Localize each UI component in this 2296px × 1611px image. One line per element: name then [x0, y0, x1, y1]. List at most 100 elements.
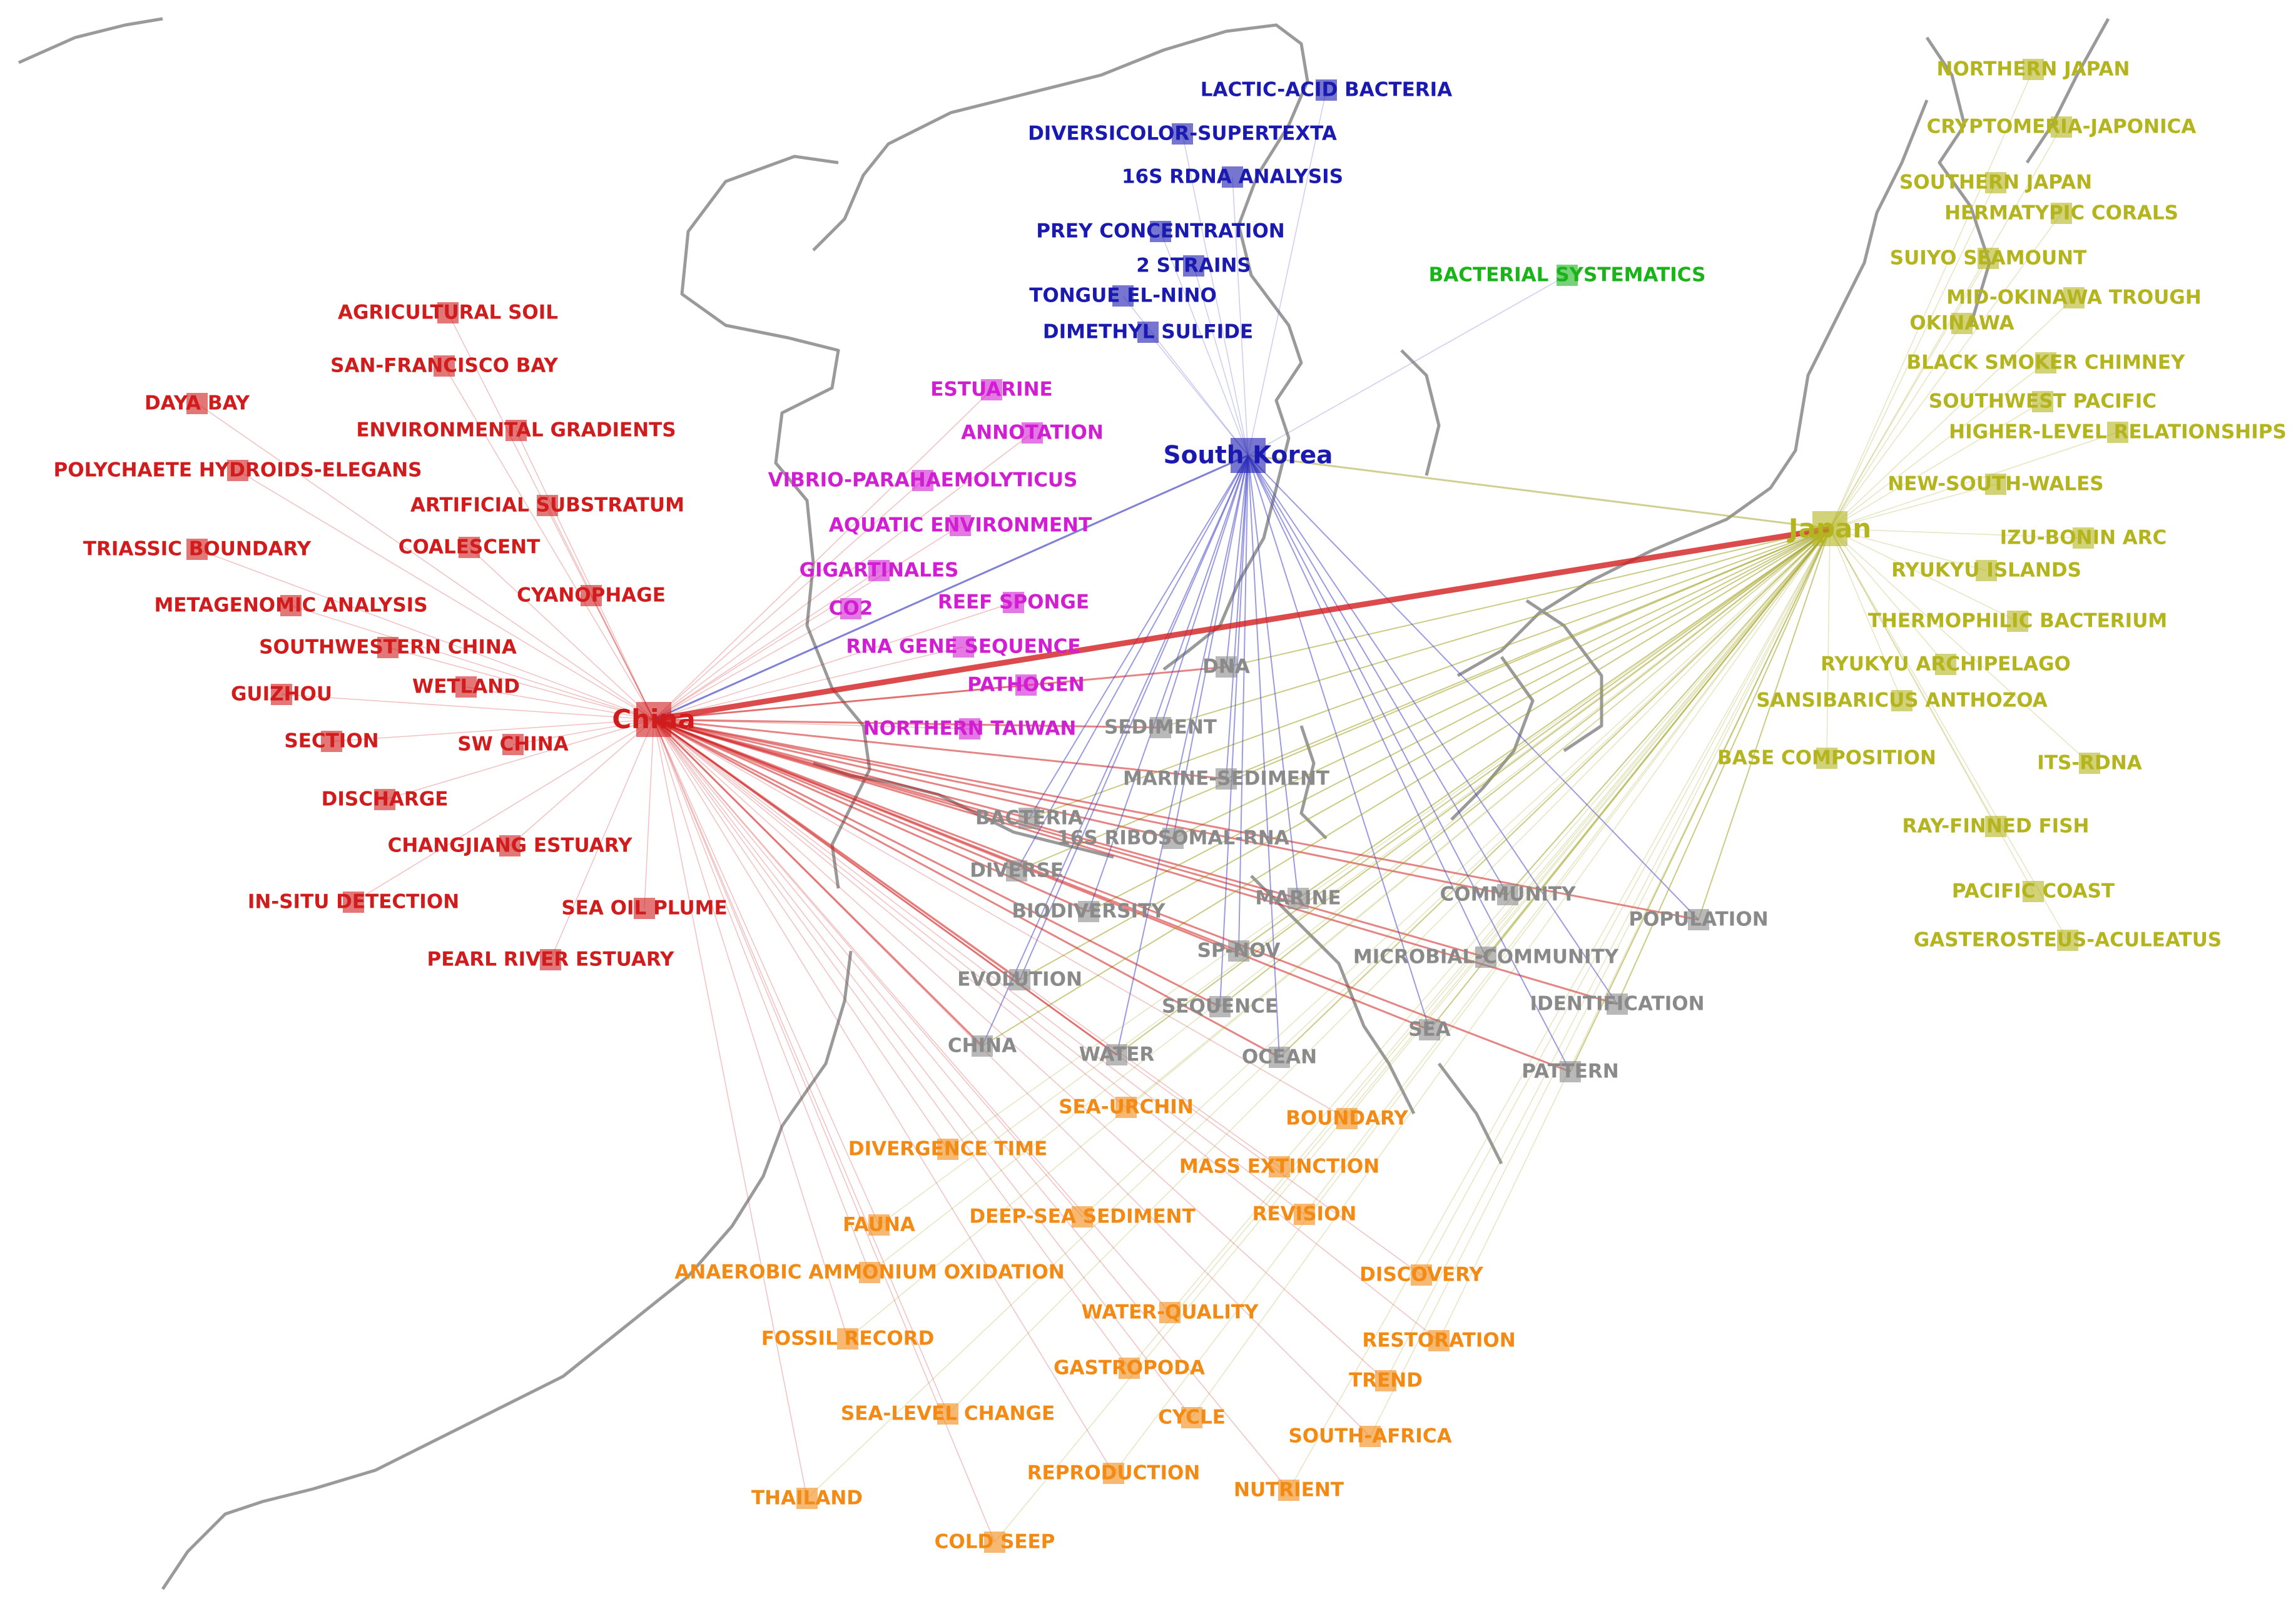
node-label-base-composition[interactable]: BASE COMPOSITION [1717, 746, 1936, 770]
node-marker-fossil-record[interactable] [837, 1328, 858, 1349]
node-label-biodiversity[interactable]: BIODIVERSITY [1012, 900, 1166, 923]
node-label-northern-japan[interactable]: NORTHERN JAPAN [1936, 58, 2130, 81]
node-label-san-francisco-bay[interactable]: SAN-FRANCISCO BAY [330, 354, 558, 377]
node-label-pacific-coast[interactable]: PACIFIC COAST [1951, 880, 2115, 903]
node-label-mid-okinawa-trough[interactable]: MID-OKINAWA TROUGH [1946, 286, 2202, 309]
node-label-cryptomeria-japonica[interactable]: CRYPTOMERIA-JAPONICA [1926, 115, 2197, 138]
node-marker-base-composition[interactable] [1816, 748, 1837, 769]
node-label-ray-finned-fish[interactable]: RAY-FINNED FISH [1902, 815, 2090, 838]
node-marker-diversicolor-supertexta[interactable] [1172, 123, 1193, 145]
node-label-diverse[interactable]: DIVERSE [970, 859, 1064, 882]
node-label-southwest-pacific[interactable]: SOUTHWEST PACIFIC [1928, 390, 2157, 413]
node-label-southwestern-china[interactable]: SOUTHWESTERN CHINA [259, 636, 517, 659]
node-label-discovery[interactable]: DISCOVERY [1359, 1263, 1483, 1286]
node-label-aquatic-environment[interactable]: AQUATIC ENVIRONMENT [828, 514, 1092, 537]
node-marker-sequence[interactable] [1209, 996, 1231, 1017]
node-marker-china[interactable] [972, 1035, 993, 1057]
node-label-changjiang-estuary[interactable]: CHANGJIANG ESTUARY [387, 834, 632, 857]
node-marker-dimethyl-sulfide[interactable] [1137, 322, 1159, 343]
node-label-boundary[interactable]: BOUNDARY [1286, 1107, 1408, 1130]
node-marker-marine[interactable] [1288, 888, 1309, 909]
node-marker-china[interactable] [636, 702, 671, 737]
node-marker-vibrio-parahaemolyticus[interactable] [912, 470, 933, 491]
node-marker-water-quality[interactable] [1159, 1302, 1181, 1323]
node-label-environmental-gradients[interactable]: ENVIRONMENTAL GRADIENTS [356, 419, 676, 442]
node-label-china[interactable]: CHINA [947, 1034, 1017, 1057]
node-marker-southwestern-china[interactable] [377, 637, 399, 658]
node-marker-dna[interactable] [1216, 656, 1237, 678]
node-label-identification[interactable]: IDENTIFICATION [1530, 992, 1705, 1015]
node-marker-okinawa[interactable] [1951, 313, 1973, 334]
node-label-pattern[interactable]: PATTERN [1521, 1060, 1619, 1083]
node-marker-sw-china[interactable] [502, 734, 524, 755]
node-label-evolution[interactable]: EVOLUTION [957, 968, 1082, 991]
node-label-annotation[interactable]: ANNOTATION [961, 421, 1104, 444]
node-marker-changjiang-estuary[interactable] [499, 835, 521, 856]
node-label-nutrient[interactable]: NUTRIENT [1234, 1478, 1344, 1502]
node-label-2-strains[interactable]: 2 STRAINS [1136, 254, 1251, 277]
node-marker-gigartinales[interactable] [868, 560, 890, 581]
node-marker-section[interactable] [321, 731, 342, 752]
node-label-section[interactable]: SECTION [284, 729, 379, 753]
node-marker-sea-level-change[interactable] [937, 1403, 958, 1425]
node-marker-trend[interactable] [1375, 1370, 1396, 1391]
node-marker-artificial-substratum[interactable] [537, 495, 558, 516]
node-label-lactic-acid-bacteria[interactable]: LACTIC-ACID BACTERIA [1200, 78, 1453, 101]
node-label-pearl-river-estuary[interactable]: PEARL RIVER ESTUARY [427, 948, 674, 971]
node-label-south-africa[interactable]: SOUTH-AFRICA [1288, 1425, 1452, 1448]
node-label-population[interactable]: POPULATION [1628, 908, 1769, 931]
node-label-ocean[interactable]: OCEAN [1241, 1045, 1318, 1069]
node-marker-reef-sponge[interactable] [1003, 592, 1024, 613]
node-label-izu-bonin-arc[interactable]: IZU-BONIN ARC [1999, 526, 2167, 549]
node-label-southern-japan[interactable]: SOUTHERN JAPAN [1899, 171, 2093, 194]
node-marker-izu-bonin-arc[interactable] [2073, 527, 2094, 549]
node-label-gasterosteus-aculeatus[interactable]: GASTEROSTEUS-ACULEATUS [1913, 928, 2222, 952]
node-label-divergence-time[interactable]: DIVERGENCE TIME [848, 1137, 1048, 1161]
node-marker-revision[interactable] [1294, 1204, 1315, 1225]
node-label-cycle[interactable]: CYCLE [1158, 1406, 1226, 1429]
node-marker-diverse[interactable] [1006, 860, 1027, 882]
node-label-gastropoda[interactable]: GASTROPODA [1054, 1356, 1205, 1380]
node-label-sea[interactable]: SEA [1408, 1018, 1451, 1041]
node-label-sea-level-change[interactable]: SEA-LEVEL CHANGE [840, 1402, 1055, 1425]
node-label-black-smoker-chimney[interactable]: BLACK SMOKER CHIMNEY [1906, 351, 2185, 374]
node-marker-discharge[interactable] [374, 789, 395, 810]
node-marker-lactic-acid-bacteria[interactable] [1316, 79, 1337, 101]
node-marker-ray-finned-fish[interactable] [1985, 816, 2006, 837]
node-label-vibrio-parahaemolyticus[interactable]: VIBRIO-PARAHAEMOLYTICUS [768, 469, 1078, 492]
node-marker-gasterosteus-aculeatus[interactable] [2057, 930, 2078, 951]
node-label-coalescent[interactable]: COALESCENT [398, 536, 541, 559]
node-label-sediment[interactable]: SEDIMENT [1104, 716, 1217, 739]
node-marker-sediment[interactable] [1150, 717, 1171, 738]
node-marker-wetland[interactable] [455, 676, 477, 698]
node-marker-sansibaricus-anthozoa[interactable] [1891, 690, 1912, 711]
node-marker-sea[interactable] [1419, 1019, 1440, 1040]
node-marker-suiyo-seamount[interactable] [1978, 248, 1999, 269]
node-marker-in-situ-detection[interactable] [343, 892, 364, 913]
node-label-wetland[interactable]: WETLAND [412, 675, 520, 698]
node-label-fossil-record[interactable]: FOSSIL RECORD [761, 1327, 935, 1350]
node-label-trend[interactable]: TREND [1349, 1369, 1423, 1392]
node-marker-south-korea[interactable] [1231, 438, 1266, 473]
node-marker-environmental-gradients[interactable] [505, 420, 527, 441]
node-marker-hermatypic-corals[interactable] [2051, 203, 2072, 224]
node-label-restoration[interactable]: RESTORATION [1362, 1329, 1516, 1352]
node-label-water-quality[interactable]: WATER-QUALITY [1081, 1301, 1259, 1324]
node-label-rna-gene-sequence[interactable]: RNA GENE SEQUENCE [846, 635, 1081, 658]
node-marker-bacteria[interactable] [1018, 808, 1040, 829]
node-label-discharge[interactable]: DISCHARGE [321, 788, 449, 811]
node-label-marine-sediment[interactable]: MARINE-SEDIMENT [1122, 767, 1330, 790]
node-label-daya-bay[interactable]: DAYA BAY [144, 392, 250, 415]
node-marker-ocean[interactable] [1269, 1047, 1290, 1068]
node-label-cold-seep[interactable]: COLD SEEP [934, 1530, 1055, 1553]
node-label-tongue-el-nino[interactable]: TONGUE EL-NINO [1029, 284, 1217, 307]
node-label-co2[interactable]: CO2 [828, 597, 873, 620]
node-label-water[interactable]: WATER [1079, 1043, 1155, 1066]
node-label-thermophilic-bacterium[interactable]: THERMOPHILIC BACTERIUM [1867, 609, 2168, 633]
node-label-estuarine[interactable]: ESTUARINE [930, 378, 1053, 401]
node-marker-fauna[interactable] [868, 1214, 890, 1236]
node-marker-annotation[interactable] [1022, 422, 1043, 444]
node-marker-prey-concentration[interactable] [1150, 221, 1171, 242]
node-label-cyanophage[interactable]: CYANOPHAGE [517, 584, 666, 607]
node-marker-northern-taiwan[interactable] [959, 718, 980, 739]
